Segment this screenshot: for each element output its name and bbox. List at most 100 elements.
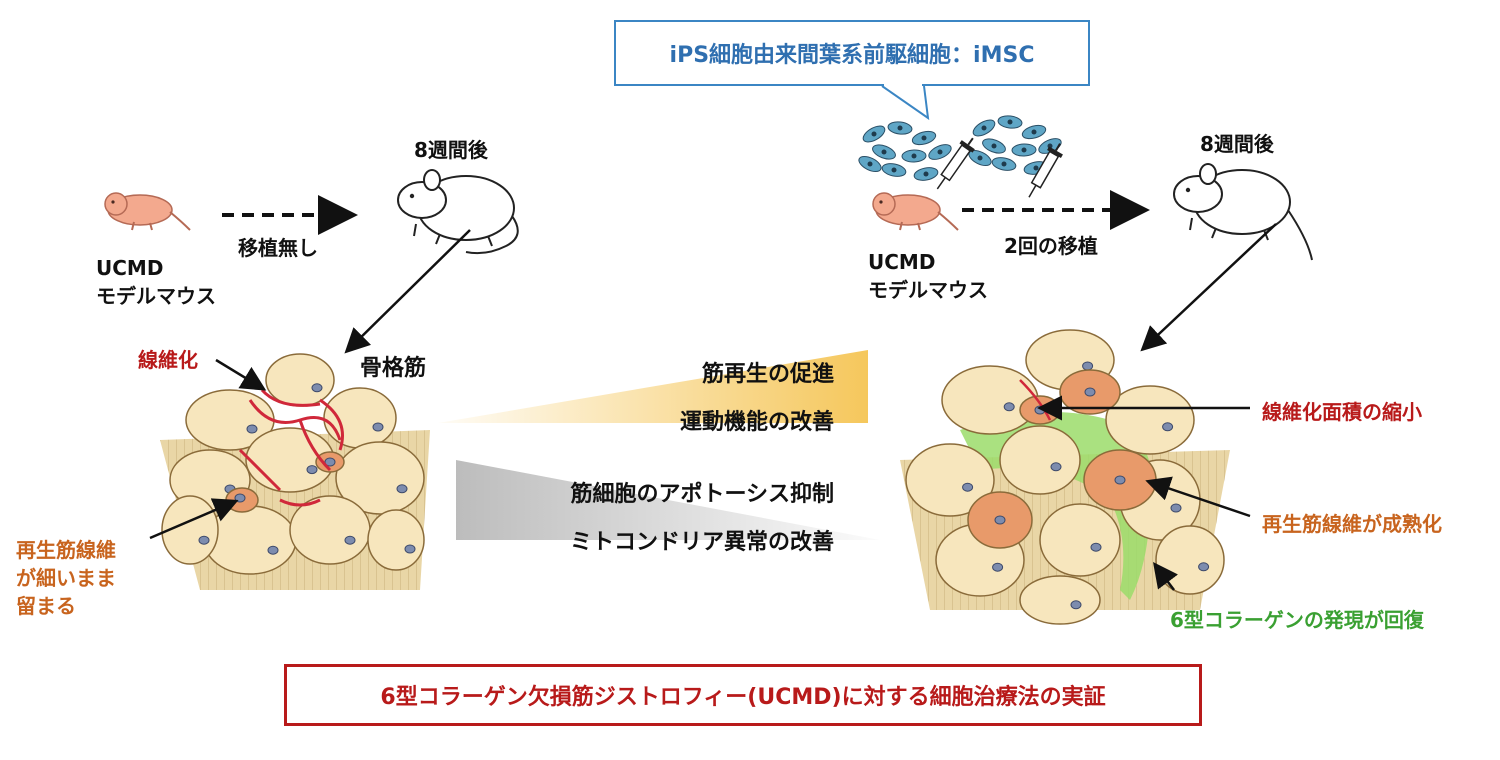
effect-muscle-regeneration: 筋再生の促進 [701, 362, 834, 387]
muscle-fiber [367, 509, 425, 571]
right-zoom-arrow [1140, 223, 1277, 352]
nucleus [1170, 503, 1182, 513]
cell-nucleus [881, 149, 887, 155]
muscle-fiber [1039, 503, 1121, 577]
imsc-cells-icon-2 [968, 115, 1062, 175]
left-regen-line1: 再生筋線維 [16, 538, 116, 562]
cell-nucleus [977, 155, 983, 161]
left-regen-line2: が細いまま [16, 566, 116, 590]
fibrosis-strand [279, 498, 321, 507]
muscle-fiber [161, 495, 219, 565]
nucleus [1050, 462, 1062, 472]
nucleus [324, 457, 336, 467]
nucleus [1070, 600, 1082, 610]
right-pup-icon [872, 192, 959, 231]
cell-nucleus [1033, 165, 1039, 171]
left-arrow-label: 移植無し [238, 236, 318, 260]
left-model-line2: モデルマウス [96, 284, 216, 308]
muscle-label: 骨格筋 [360, 356, 427, 381]
nucleus [267, 545, 279, 555]
muscle-fiber [323, 387, 397, 449]
fibrosis-strand [238, 448, 282, 492]
nucleus [1084, 387, 1096, 397]
nucleus [1162, 422, 1174, 432]
right-muscle-bundle [900, 329, 1230, 625]
cell-nucleus [991, 143, 997, 149]
footer-title: 6型コラーゲン欠損筋ジストロフィー(UCMD)に対する細胞治療法の実証 [380, 685, 1106, 710]
cell-nucleus [911, 153, 917, 159]
cell-nucleus [891, 167, 897, 173]
right-model-line2: モデルマウス [868, 278, 988, 302]
effect-motor-function: 運動機能の改善 [679, 410, 834, 435]
syringe-icon-1 [936, 137, 975, 190]
nucleus [1003, 402, 1015, 412]
left-regen-pointer [149, 498, 239, 540]
effect-mitochondria: ミトコンドリア異常の改善 [569, 530, 834, 555]
callout-tail [881, 84, 930, 120]
callout-title: iPS細胞由来間葉系前駆細胞：iMSC [669, 43, 1035, 68]
muscle-fiber [335, 441, 425, 515]
right-time-label: 8週間後 [1200, 132, 1274, 156]
muscle-fiber [1105, 385, 1195, 455]
nucleus [396, 484, 408, 494]
muscle-fiber [905, 443, 995, 517]
nucleus [311, 383, 323, 393]
cell-nucleus [1007, 119, 1013, 125]
nucleus [344, 535, 356, 545]
footer-title-box: 6型コラーゲン欠損筋ジストロフィー(UCMD)に対する細胞治療法の実証 [284, 664, 1202, 726]
nucleus [1114, 475, 1126, 485]
cell-nucleus [1021, 147, 1027, 153]
right-mouse-icon [1173, 163, 1313, 261]
right-arrow-label: 2回の移植 [1004, 234, 1098, 258]
right-collagen-pointer [1153, 562, 1178, 591]
left-model-line1: UCMD [96, 256, 164, 280]
left-regen-line3: 留まる [16, 594, 76, 618]
right-regen-pointer [1145, 476, 1251, 518]
nucleus [198, 535, 210, 545]
muscle-fiber [265, 353, 335, 407]
nucleus [992, 562, 1004, 572]
cell-nucleus [921, 135, 927, 141]
left-time-label: 8週間後 [414, 138, 488, 162]
fibrosis-strand [260, 388, 321, 407]
yellow-wedge [438, 350, 868, 423]
muscle-fiber [1155, 525, 1225, 595]
fibrosis-strand [319, 398, 344, 451]
muscle-fiber [941, 365, 1039, 435]
nucleus [1082, 361, 1094, 371]
muscle-fiber [203, 505, 297, 575]
right-regen-label: 再生筋線維が成熟化 [1262, 512, 1442, 536]
right-fibrosis-label: 線維化面積の縮小 [1262, 400, 1422, 424]
nucleus [1198, 562, 1210, 572]
nucleus [404, 544, 416, 554]
left-zoom-arrow [344, 229, 471, 354]
cell-nucleus [867, 161, 873, 167]
cell-nucleus [1031, 129, 1037, 135]
imsc-cells-icon-1 [858, 121, 952, 181]
nucleus [306, 465, 318, 475]
muscle-fiber [999, 425, 1081, 495]
gray-wedge [456, 460, 880, 540]
syringe-icon-2 [1028, 143, 1063, 198]
nucleus [962, 482, 974, 492]
right-model-line1: UCMD [868, 250, 936, 274]
imsc-callout: iPS細胞由来間葉系前駆細胞：iMSC [614, 20, 1090, 86]
nucleus [1090, 542, 1102, 552]
cell-nucleus [923, 171, 929, 177]
nucleus [246, 424, 258, 434]
muscle-fiber [1019, 575, 1101, 625]
nucleus [994, 515, 1006, 525]
cell-nucleus [897, 125, 903, 131]
left-fibrosis-label: 線維化 [138, 348, 198, 372]
fibrosis-strand [298, 419, 332, 472]
nucleus [234, 493, 246, 503]
left-muscle-bundle [160, 353, 430, 590]
cell-nucleus [1001, 161, 1007, 167]
cell-nucleus [937, 149, 943, 155]
left-mouse-icon [397, 169, 519, 255]
effect-apoptosis: 筋細胞のアポトーシス抑制 [570, 482, 834, 507]
nucleus [372, 422, 384, 432]
right-collagen-label: 6型コラーゲンの発現が回復 [1170, 608, 1424, 632]
cell-nucleus [981, 125, 987, 131]
